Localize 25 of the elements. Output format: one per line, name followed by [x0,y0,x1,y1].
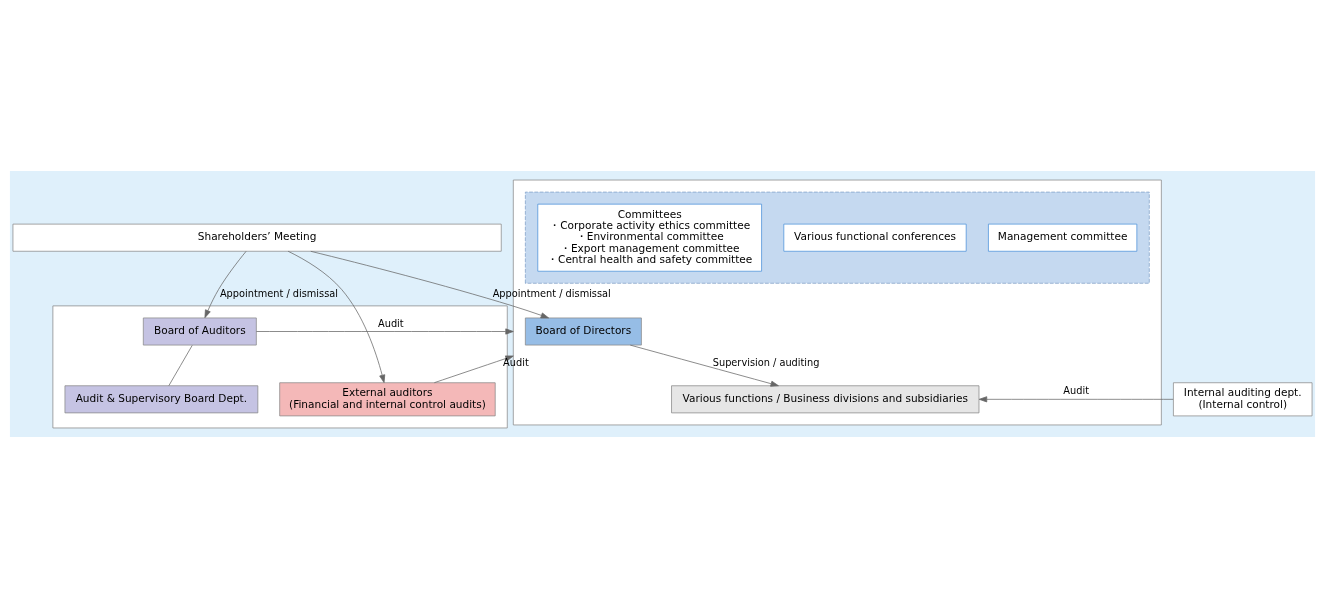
node-box: Various functions / Business divisions and subsidiaries [671,384,980,413]
edge-label: Appointment / dismissal [492,287,611,299]
node-box: Internal auditing dept. (Internal control) [1173,381,1313,416]
node-box: Management committee [988,223,1138,252]
edge-label: Appointment / dismissal [219,287,339,299]
edge-label: Audit [503,356,529,368]
arrow [629,344,779,387]
connector [168,344,193,386]
arrow [287,250,386,383]
edge-label: Supervision / auditing [712,356,820,368]
node-box: Various functional conferences [783,223,967,252]
node-box: Audit & Supervisory Board Dept. [64,384,259,413]
node-box: Committees ・Corporate activity ethics committee ・Environmental committee ・Export management committee ・Central health and safety committee [537,203,762,272]
node-box: External auditors (Financial and internal control audits) [279,381,496,416]
arrow [204,250,247,318]
node-box: Shareholders’ Meeting [12,223,502,252]
arrow [978,395,1174,402]
edge-label: Audit [1063,384,1090,396]
arrow [310,250,549,318]
cluster [525,191,1150,284]
node-box: Board of Auditors [142,317,257,345]
arrow [433,355,514,383]
node-box: Board of Directors [525,317,642,345]
arrow [256,328,514,334]
edge-label: Audit [378,317,404,329]
